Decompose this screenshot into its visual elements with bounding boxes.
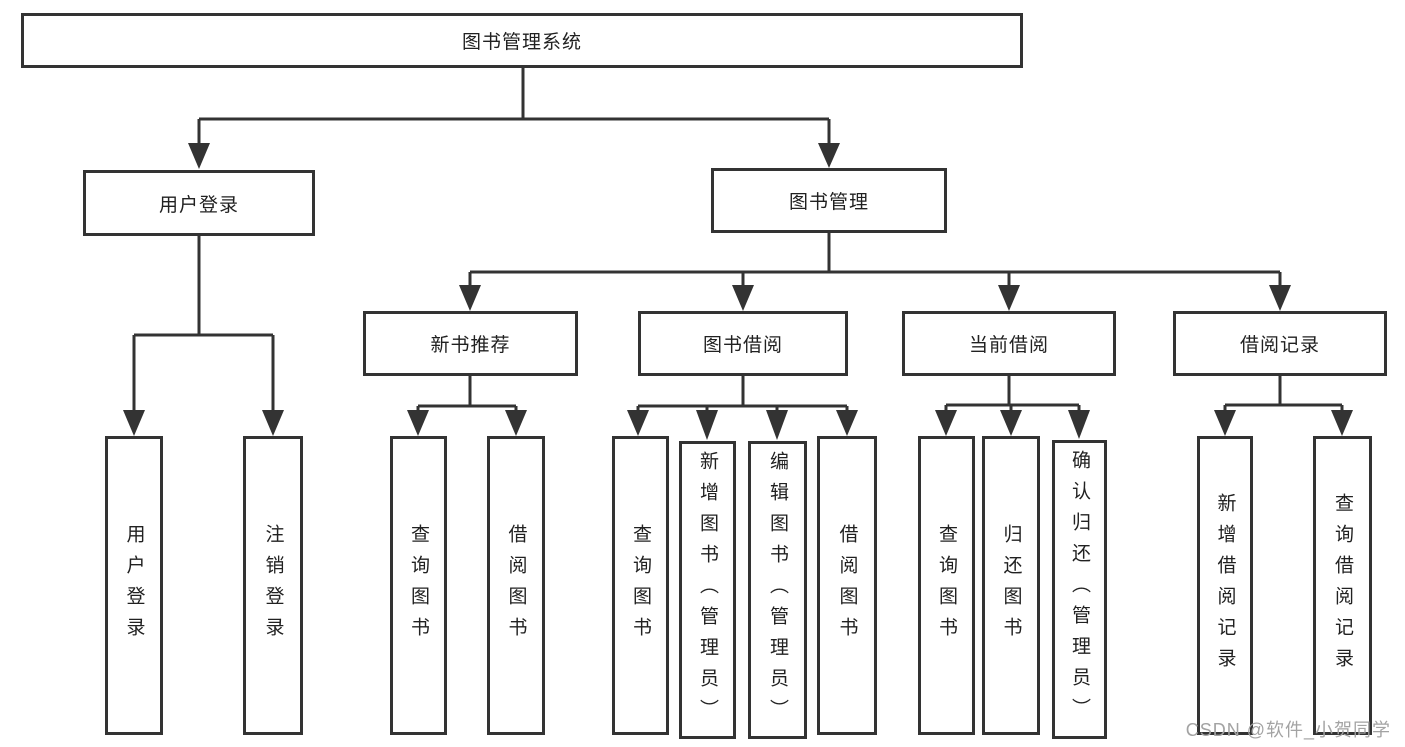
node-user-login-group: 用户登录	[83, 170, 315, 236]
node-leaf-add-books-admin: 新增图书（管理员）	[679, 441, 736, 739]
node-leaf-borrow-books-label: 借阅图书	[836, 523, 858, 648]
node-new-book-recommend: 新书推荐	[363, 311, 578, 376]
node-leaf-edit-books-admin-label: 编辑图书（管理员）	[767, 450, 788, 730]
node-leaf-query-books-recommend: 查询图书	[390, 436, 447, 735]
node-new-book-recommend-label: 新书推荐	[430, 335, 511, 356]
arrowheads	[123, 143, 1353, 440]
node-current-borrowing: 当前借阅	[902, 311, 1116, 376]
node-leaf-edit-books-admin: 编辑图书（管理员）	[748, 441, 807, 739]
node-leaf-query-books-current-label: 查询图书	[936, 523, 957, 648]
node-leaf-return-books: 归还图书	[982, 436, 1040, 735]
node-leaf-logout: 注销登录	[243, 436, 303, 735]
node-book-borrowing: 图书借阅	[638, 311, 848, 376]
node-leaf-return-books-label: 归还图书	[1000, 523, 1022, 648]
node-leaf-logout-label: 注销登录	[262, 523, 284, 648]
node-user-login-group-label: 用户登录	[158, 194, 239, 216]
node-leaf-borrow-books-recommend: 借阅图书	[487, 436, 545, 735]
node-leaf-borrow-books-recommend-label: 借阅图书	[505, 523, 527, 648]
node-leaf-add-borrow-record-label: 新增借阅记录	[1214, 492, 1236, 679]
node-borrow-records: 借阅记录	[1173, 311, 1387, 376]
node-book-management-label: 图书管理	[788, 192, 869, 213]
node-leaf-query-books-borrowing: 查询图书	[612, 436, 669, 735]
node-leaf-query-books-recommend-label: 查询图书	[408, 523, 429, 648]
node-borrow-records-label: 借阅记录	[1239, 335, 1320, 356]
node-leaf-borrow-books: 借阅图书	[817, 436, 877, 735]
node-book-management: 图书管理	[711, 168, 947, 233]
node-leaf-confirm-return-admin-label: 确认归还（管理员）	[1069, 450, 1090, 729]
node-leaf-query-books-borrowing-label: 查询图书	[630, 523, 651, 648]
node-leaf-query-books-current: 查询图书	[918, 436, 975, 735]
node-leaf-add-books-admin-label: 新增图书（管理员）	[697, 450, 718, 730]
node-leaf-add-borrow-record: 新增借阅记录	[1197, 436, 1253, 735]
node-book-borrowing-label: 图书借阅	[702, 335, 783, 356]
node-leaf-query-borrow-record-label: 查询借阅记录	[1332, 492, 1353, 679]
node-leaf-user-login-label: 用户登录	[123, 523, 145, 648]
node-leaf-query-borrow-record: 查询借阅记录	[1313, 436, 1372, 735]
node-leaf-user-login: 用户登录	[105, 436, 163, 735]
node-library-system: 图书管理系统	[21, 13, 1023, 68]
node-current-borrowing-label: 当前借阅	[968, 335, 1049, 356]
node-leaf-confirm-return-admin: 确认归还（管理员）	[1052, 440, 1107, 739]
csdn-watermark: CSDN @软件_小贺同学	[1185, 720, 1391, 740]
node-library-system-label: 图书管理系统	[461, 32, 582, 53]
